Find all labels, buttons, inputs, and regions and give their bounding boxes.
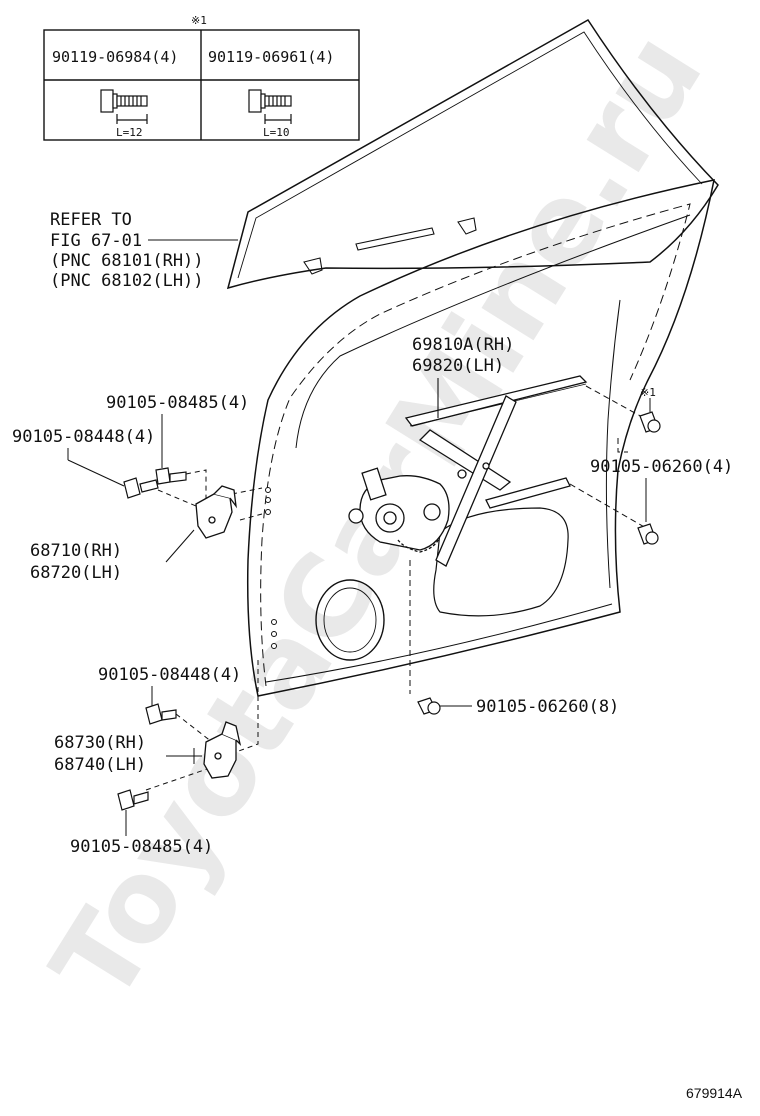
door-glass-drawing (226, 19, 719, 290)
leader-line (67, 459, 125, 487)
bolt-part-number: 90119-06984(4) (52, 48, 178, 66)
hinge-part-label: 68710(RH) (30, 541, 122, 561)
bolt-part-label: 90105-06260(8) (476, 697, 619, 717)
dashed-leaders (145, 660, 259, 791)
bolt-icon (639, 411, 661, 433)
bolt-part-number: 90119-06961(4) (208, 48, 334, 66)
upper-hinge-drawing (195, 485, 237, 539)
note-mark: ※1 (640, 386, 656, 399)
bolt-icon (637, 523, 659, 545)
dashed-leaders (157, 469, 263, 521)
lower-hinge-drawing (203, 721, 242, 779)
hinge-part-label: 68730(RH) (54, 733, 146, 753)
door-hinge-holes (265, 487, 277, 649)
refer-label: (PNC 68102(LH)) (50, 271, 204, 291)
door-panel-drawing (246, 179, 715, 697)
bolt-part-label: 90105-08485(4) (106, 393, 249, 413)
window-regulator-drawing (348, 375, 588, 567)
bolt-part-label: 90105-08448(4) (12, 427, 155, 447)
bolt-length-label: L=12 (116, 126, 143, 139)
bolt-icon (123, 477, 159, 499)
regulator-part-label: 69810A(RH) (412, 335, 514, 355)
regulator-part-label: 69820(LH) (412, 356, 504, 376)
bolt-length-label: L=10 (263, 126, 290, 139)
hinge-part-label: 68720(LH) (30, 563, 122, 583)
bolt-part-label: 90105-06260(4) (590, 457, 733, 477)
bolt-part-label: 90105-08448(4) (98, 665, 241, 685)
refer-label: REFER TO (50, 210, 132, 230)
hinge-part-label: 68740(LH) (54, 755, 146, 775)
dashed-leaders (409, 385, 647, 694)
bolt-icon (117, 789, 149, 811)
leader-line (165, 529, 195, 563)
bolt-icon (155, 467, 187, 485)
refer-label: (PNC 68101(RH)) (50, 251, 204, 271)
refer-label: FIG 67-01 (50, 231, 142, 251)
flange-bolt-icon (248, 89, 292, 124)
bolt-icon (145, 703, 177, 725)
bolt-icon (417, 697, 441, 715)
bolt-part-label: 90105-08485(4) (70, 837, 213, 857)
flange-bolt-icon (100, 89, 148, 124)
figure-id: 679914A (686, 1085, 743, 1101)
bolt-table-mark: ※1 (191, 14, 207, 27)
bolt-table (43, 29, 360, 141)
